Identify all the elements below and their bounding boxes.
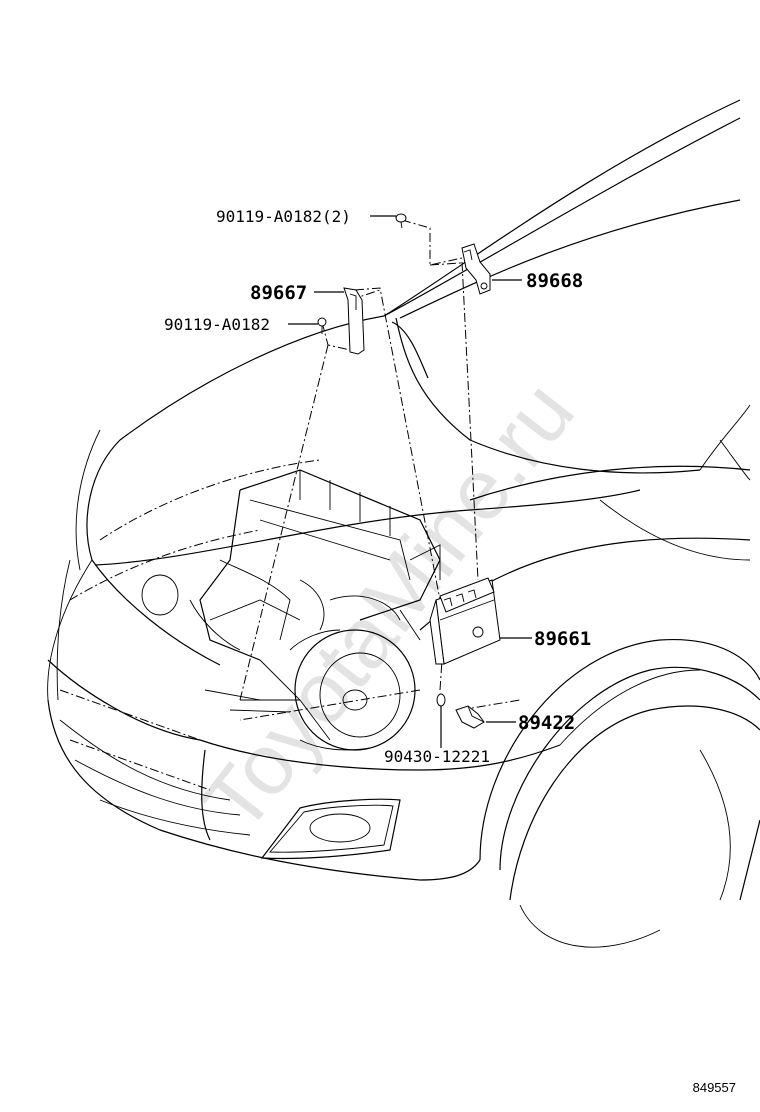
leader-lines xyxy=(288,215,532,748)
callout-gasket: 90430-12221 xyxy=(384,747,490,766)
reference-number: 849557 xyxy=(693,1080,736,1095)
bolt-left-part xyxy=(317,317,327,334)
callout-sensor: 89422 xyxy=(518,712,575,734)
bracket-89667-part xyxy=(343,287,365,355)
engine-drawing xyxy=(189,469,441,751)
gasket-90430-part xyxy=(436,693,446,707)
projection-lines xyxy=(239,219,521,721)
car-body-drawing xyxy=(47,99,760,948)
ecu-89661-part xyxy=(429,577,501,665)
bracket-89668-part xyxy=(461,243,491,295)
callout-bracket-right: 89668 xyxy=(526,270,583,292)
callout-bolt-left: 90119-A0182 xyxy=(164,315,270,334)
callout-bolt-upper: 90119-A0182(2) xyxy=(216,207,351,226)
callout-ecu: 89661 xyxy=(534,628,591,650)
bolt-upper-part xyxy=(395,213,407,229)
sensor-89422-part xyxy=(455,705,485,729)
callout-bracket-left: 89667 xyxy=(250,282,307,304)
